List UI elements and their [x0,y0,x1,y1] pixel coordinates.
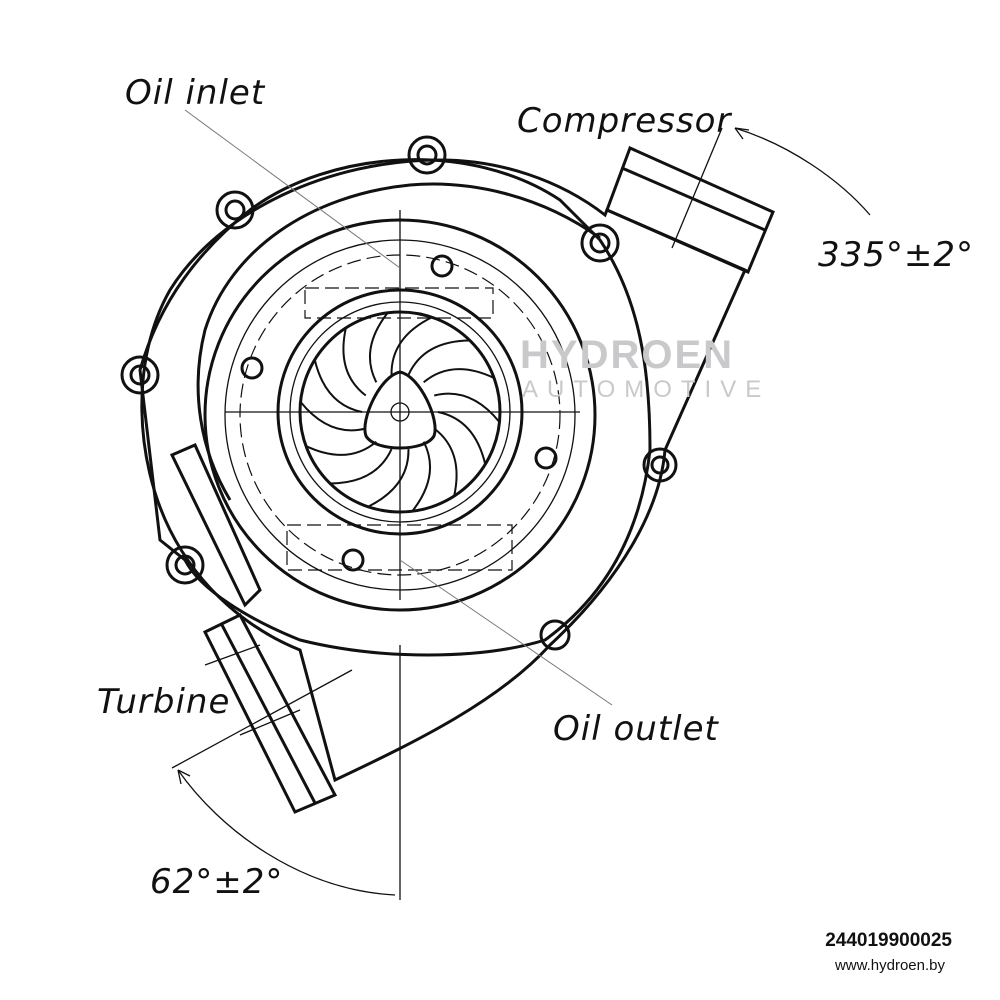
impeller-blade [342,327,367,397]
impeller-blade [367,449,410,508]
oil-inlet-label: Oil inlet [125,73,266,113]
volute-inner-line [196,182,601,501]
compressor-label: Compressor [517,101,732,141]
impeller-blade [305,440,377,456]
impeller-blade [411,441,431,512]
impeller-blade [407,339,470,376]
oil-inlet-leader [184,109,401,269]
oil-outlet-leader [399,559,613,706]
turbine-label: Turbine [97,682,230,722]
impeller-blades [299,312,501,512]
impeller-blade [437,411,487,465]
impeller-blade [433,427,458,497]
impeller-blade [369,312,389,383]
impeller-blade [433,392,501,423]
impeller-blade [313,359,363,413]
plate-holes [240,254,558,572]
oil-outlet-label: Oil outlet [553,709,720,749]
flange-plate [138,158,652,657]
turbine-housing-edge [169,443,262,608]
compressor-angle-label: 335°±2° [818,235,974,275]
impeller-blade [390,316,433,375]
impeller-blade [423,368,495,384]
compressor-housing-outline [140,158,747,783]
bolt-lugs [120,135,678,651]
compressor-angle-arc [734,127,871,216]
impeller-blade [299,401,367,432]
compressor-outlet [605,127,775,274]
watermark-brand: HYDROEN [520,333,734,377]
part-number: 244019900025 [825,930,952,951]
turbine-angle-label: 62°±2° [150,862,283,902]
turbine-angle-arc [177,769,396,896]
oil-inlet-pad [304,287,494,319]
watermark-tagline: AUTOMOTIVE [522,376,770,403]
turbine-inlet-flange [171,613,353,814]
impeller-blade [330,448,393,485]
website-link[interactable]: www.hydroen.by [834,957,945,974]
